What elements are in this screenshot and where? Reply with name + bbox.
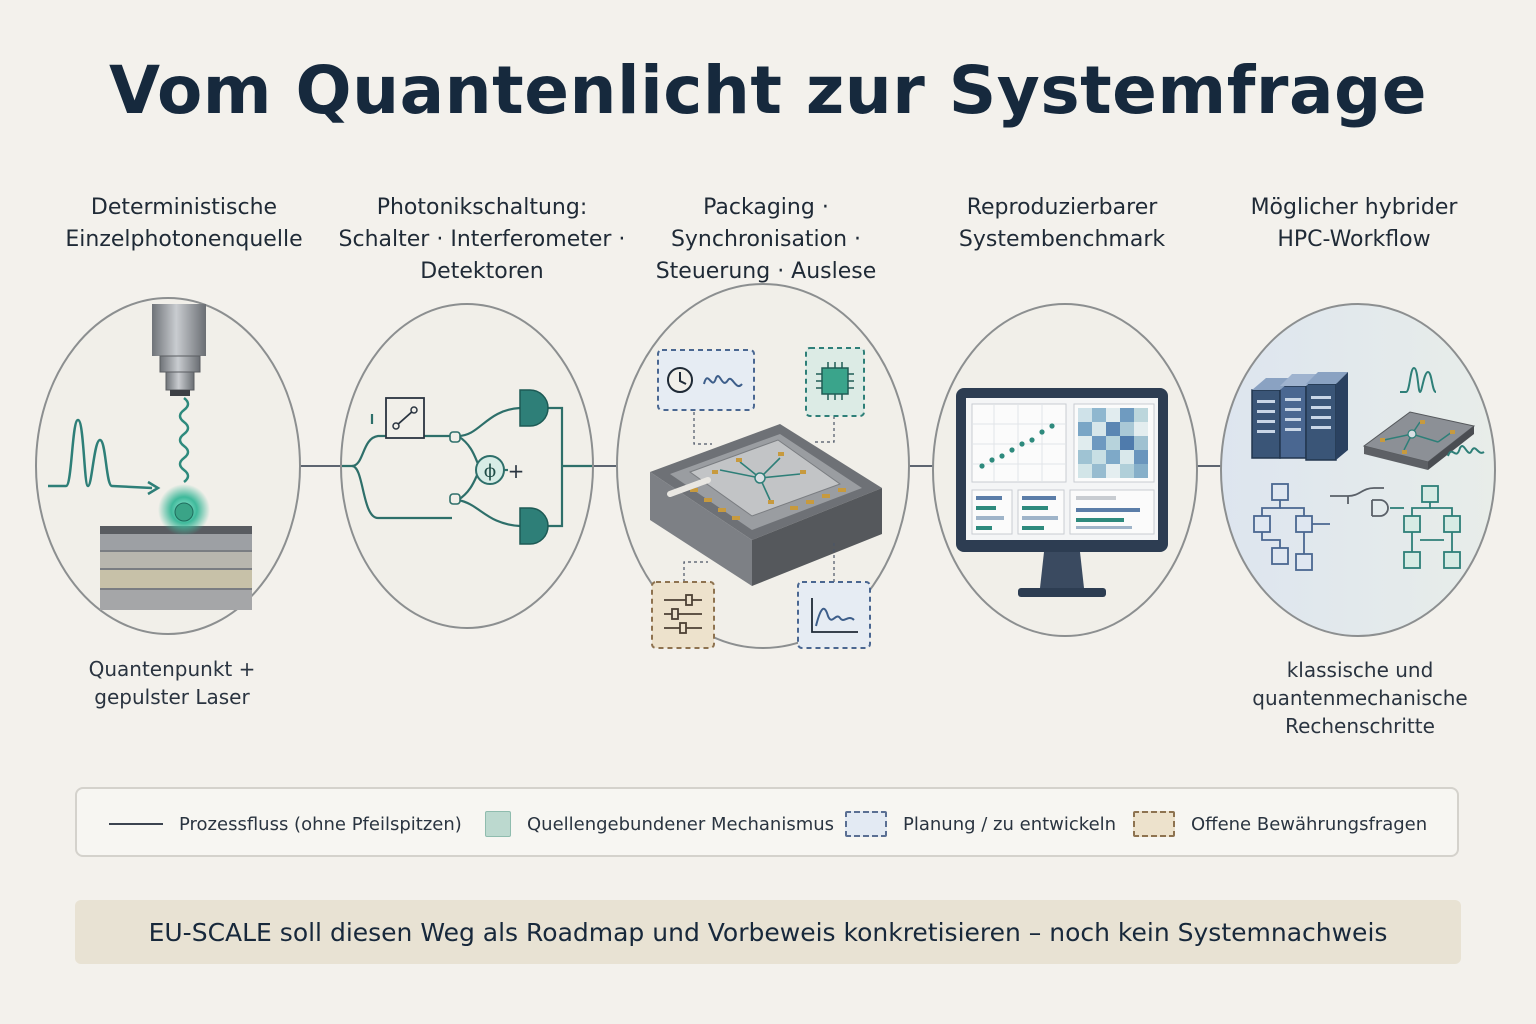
legend-item-plan: Planung / zu entwickeln	[845, 789, 1116, 859]
stage-benchmark	[932, 303, 1198, 637]
stage-source	[35, 297, 301, 635]
readout-planning-box[interactable]	[797, 581, 871, 649]
detector-icon[interactable]	[519, 507, 549, 545]
signal-wave-icon	[703, 375, 743, 387]
legend-item-flow: Prozessfluss (ohne Pfeilspitzen)	[109, 789, 462, 859]
heatmap-panel	[1073, 403, 1155, 483]
stage-label-circuit: Photonikschaltung: Schalter · Interferom…	[322, 192, 642, 288]
stage-sublabel-source: Quantenpunkt + gepulster Laser	[22, 655, 322, 711]
stage-label-line: Systembenchmark	[958, 227, 1166, 252]
control-open-box[interactable]	[651, 581, 715, 649]
legend-item-open: Offene Bewährungsfragen	[1133, 789, 1427, 859]
phase-shifter-icon[interactable]: ϕ +	[475, 455, 525, 485]
sublabel-line: Quantenpunkt +	[88, 657, 256, 681]
process-diagram: ϕ +	[35, 283, 1496, 649]
slider-control-icon	[664, 594, 702, 634]
coupler-icon	[449, 431, 461, 443]
coupler-icon	[449, 493, 461, 505]
legend-line-swatch	[109, 823, 163, 825]
plus-symbol: +	[508, 459, 525, 483]
legend-label: Quellengebundener Mechanismus	[527, 813, 835, 835]
sublabel-line: quantenmechanische	[1252, 686, 1468, 710]
chip-package	[650, 424, 882, 586]
sublabel-line: Rechenschritte	[1285, 714, 1435, 738]
legend-item-source: Quellengebundener Mechanismus	[485, 789, 834, 859]
legend-label: Planung / zu entwickeln	[903, 813, 1117, 835]
scatter-plot-panel	[971, 403, 1067, 483]
sublabel-line: klassische und	[1286, 658, 1434, 682]
legend-swatch-plan	[845, 811, 887, 837]
stage-hpc	[1220, 303, 1496, 637]
legend-label: Offene Bewährungsfragen	[1191, 813, 1428, 835]
phase-symbol: ϕ	[484, 461, 496, 482]
stage-label-line: Reproduzierbarer	[966, 195, 1158, 220]
stage-sublabel-hpc: klassische und quantenmechanische Rechen…	[1210, 656, 1510, 740]
clock-icon	[667, 367, 693, 393]
legend-label: Prozessfluss (ohne Pfeilspitzen)	[179, 813, 462, 835]
clock-planning-box[interactable]	[657, 349, 755, 411]
stage-label-line: Synchronisation ·	[670, 227, 862, 252]
beam-splitter-icon[interactable]	[385, 397, 425, 439]
legend: Prozessfluss (ohne Pfeilspitzen) Quellen…	[75, 787, 1459, 857]
bar-panel	[971, 489, 1155, 535]
legend-swatch-source	[485, 811, 511, 837]
detector-icon[interactable]	[519, 389, 549, 427]
photonic-chip-icon	[1362, 411, 1476, 470]
server-rack-icon	[1251, 372, 1348, 461]
stage-label-line: Einzelphotonenquelle	[65, 227, 303, 252]
stage-label-line: Schalter · Interferometer ·	[338, 227, 626, 252]
photon-pulse-icon	[1400, 366, 1437, 394]
layered-substrate	[100, 526, 252, 610]
legend-swatch-open	[1133, 811, 1175, 837]
signal-readout-icon	[811, 598, 858, 633]
stage-label-benchmark: Reproduzierbarer Systembenchmark	[902, 192, 1222, 256]
stage-label-line: Deterministische	[90, 195, 278, 220]
workflow-tree-icon	[1253, 483, 1461, 571]
chip-source-box[interactable]	[805, 347, 865, 417]
stage-label-source: Deterministische Einzelphotonenquelle	[24, 192, 344, 256]
chip-icon	[816, 362, 854, 400]
laser-pulse-icon	[48, 418, 161, 496]
signal-wave-icon	[1447, 445, 1485, 457]
quantum-dot-icon	[174, 502, 194, 522]
microscope-objective-icon	[152, 304, 206, 396]
stage-label-hpc: Möglicher hybrider HPC-Workflow	[1194, 192, 1514, 256]
sublabel-line: gepulster Laser	[94, 685, 250, 709]
page-title: Vom Quantenlicht zur Systemfrage	[108, 52, 1428, 129]
stage-label-packaging: Packaging · Synchronisation · Steuerung …	[606, 192, 926, 288]
stage-circuit: ϕ +	[340, 303, 594, 629]
stage-label-line: HPC-Workflow	[1277, 227, 1431, 252]
summary-banner: EU-SCALE soll diesen Weg als Roadmap und…	[75, 900, 1461, 964]
stage-label-line: Detektoren	[420, 259, 544, 284]
stage-packaging	[616, 283, 910, 649]
stage-label-line: Packaging ·	[703, 195, 829, 220]
stage-label-line: Steuerung · Auslese	[655, 259, 877, 284]
stage-label-line: Photonikschaltung:	[376, 195, 588, 220]
photon-wave	[178, 397, 190, 483]
stage-label-line: Möglicher hybrider	[1250, 195, 1458, 220]
